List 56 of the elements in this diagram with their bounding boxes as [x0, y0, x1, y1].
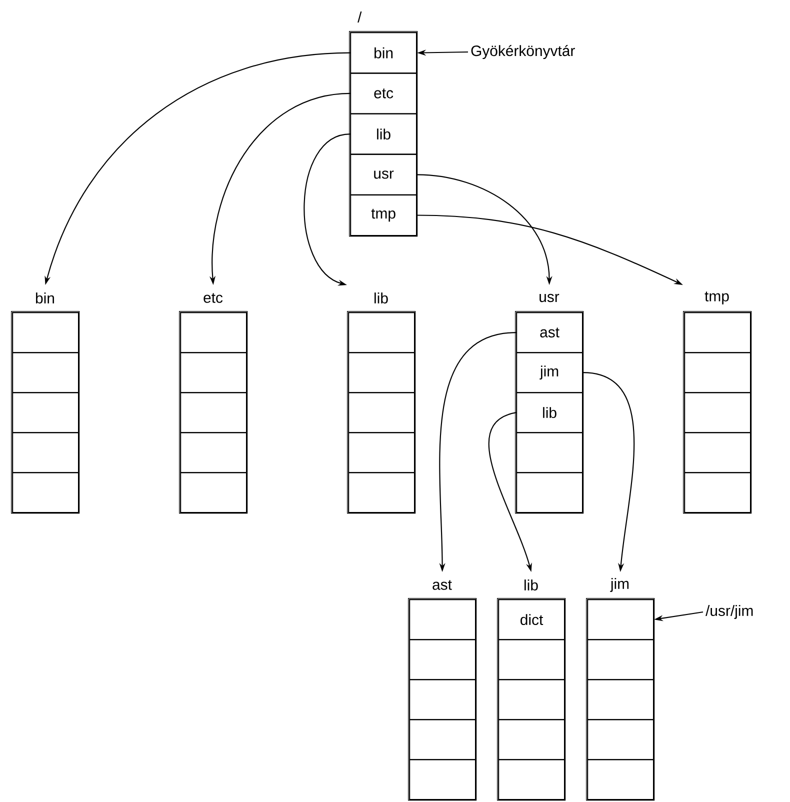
directory-name: etc: [204, 293, 223, 303]
empty-entry: [684, 392, 752, 434]
directory-name: jim: [610, 578, 629, 592]
directory-entry: dict: [498, 599, 566, 640]
empty-entry: [684, 432, 752, 474]
empty-entry: [180, 352, 248, 394]
directory-entry: lib: [516, 392, 584, 434]
empty-entry: [348, 352, 416, 394]
directory-entry: usr: [350, 154, 418, 196]
directory-entry: tmp: [350, 194, 418, 236]
empty-entry: [498, 719, 566, 760]
directory-name: usr: [540, 294, 560, 302]
directory-entry: bin: [350, 32, 418, 74]
empty-entry: [409, 759, 476, 800]
annotation: Gyökérkönyvtár: [471, 44, 575, 60]
empty-entry: [587, 719, 654, 760]
directory-name: ast: [432, 580, 452, 590]
directory-entry: etc: [350, 72, 418, 114]
directory-entry: ast: [516, 312, 584, 354]
empty-entry: [12, 472, 80, 514]
empty-entry: [684, 312, 752, 354]
empty-entry: [180, 392, 248, 434]
directory-name: lib: [524, 580, 538, 590]
empty-entry: [12, 352, 80, 394]
empty-entry: [684, 472, 752, 514]
empty-entry: [12, 392, 80, 434]
directory-entry: jim: [516, 352, 584, 394]
empty-entry: [498, 679, 566, 720]
empty-entry: [409, 719, 476, 760]
annotation: /usr/jim: [706, 605, 753, 619]
empty-entry: [409, 639, 476, 680]
empty-entry: [587, 639, 654, 680]
empty-entry: [409, 599, 476, 640]
directory-name: tmp: [704, 292, 729, 304]
directory-name: /: [358, 12, 362, 22]
empty-entry: [498, 639, 566, 680]
empty-entry: [348, 472, 416, 514]
empty-entry: [498, 759, 566, 800]
empty-entry: [516, 432, 584, 474]
empty-entry: [409, 679, 476, 720]
directory-name: lib: [374, 292, 388, 304]
empty-entry: [180, 312, 248, 354]
directory-name: bin: [36, 292, 54, 304]
empty-entry: [587, 599, 654, 640]
empty-entry: [516, 472, 584, 514]
empty-entry: [348, 312, 416, 354]
empty-entry: [587, 759, 654, 800]
empty-entry: [12, 432, 80, 474]
empty-entry: [12, 312, 80, 354]
empty-entry: [180, 432, 248, 474]
directory-entry: lib: [350, 113, 418, 155]
empty-entry: [684, 352, 752, 394]
empty-entry: [348, 432, 416, 474]
empty-entry: [180, 472, 248, 514]
empty-entry: [348, 392, 416, 434]
empty-entry: [587, 679, 654, 720]
